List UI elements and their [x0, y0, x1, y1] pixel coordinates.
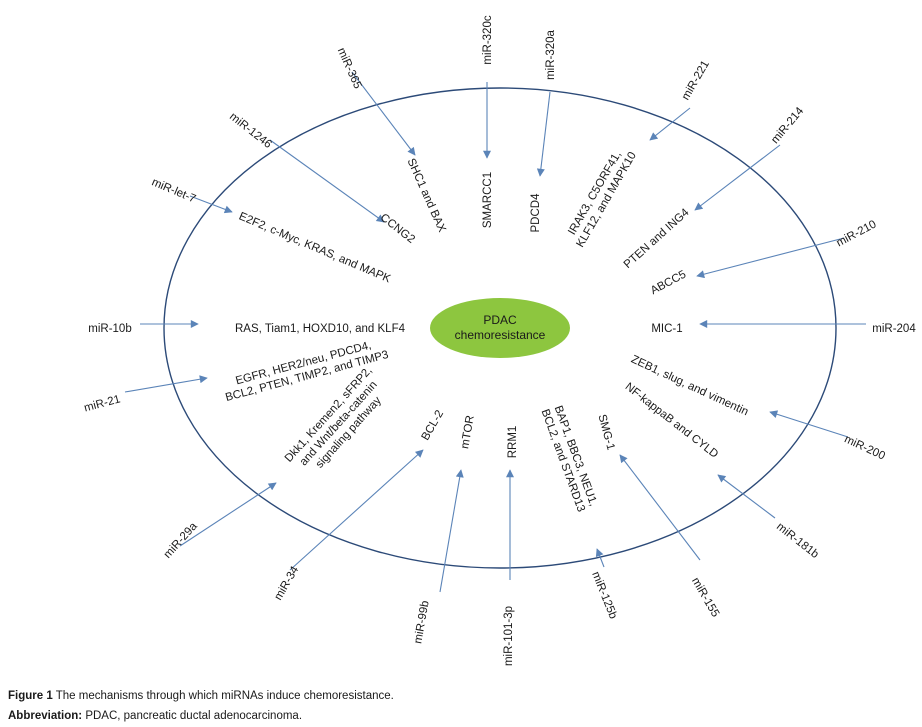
arrows-layer	[124, 71, 866, 593]
center-node: PDAC chemoresistance	[430, 298, 570, 358]
target-label-6: CCNG2	[378, 212, 417, 246]
mirna-label-0: miR-365	[335, 46, 364, 91]
arrow-18	[619, 454, 701, 561]
target-label-3: IRAK3, C5ORF41,KLF12, and MAPK10	[563, 143, 639, 249]
mirna-label-1: miR-320c	[482, 15, 494, 64]
mirna-label-3: miR-221	[680, 59, 712, 103]
abbreviation-label: Abbreviation:	[8, 710, 83, 722]
mirna-label-8: miR-10b	[88, 323, 131, 335]
arrow-2	[536, 91, 551, 177]
arrow-15	[439, 469, 464, 593]
arrow-4	[694, 144, 781, 211]
mirna-label-10: miR-21	[83, 393, 122, 414]
target-label-1: SMARCC1	[482, 172, 494, 228]
center-label-line1: PDAC	[483, 313, 517, 327]
mirna-label-11: miR-200	[842, 433, 886, 462]
arrow-14	[289, 449, 424, 571]
figure-caption-text: The mechanisms through which miRNAs indu…	[52, 690, 394, 702]
target-label-17: BAP1, BBC3, NEU1,BCL2, and STARD13	[539, 403, 600, 514]
target-label-14: BCL-2	[420, 408, 447, 442]
mirna-label-14: miR-34	[272, 564, 301, 603]
mirna-label-15: miR-99b	[412, 600, 431, 645]
mirna-label-2: miR-320a	[545, 29, 557, 79]
target-label-4: PTEN and ING4	[622, 206, 692, 271]
figure-caption: Figure 1 The mechanisms through which mi…	[8, 690, 394, 702]
target-label-0: SHC1 and BAX	[404, 157, 447, 235]
arrow-7	[189, 195, 233, 214]
target-label-15: mTOR	[459, 415, 477, 450]
mirna-label-9: miR-204	[872, 323, 916, 335]
arrow-13	[179, 482, 277, 547]
center-ellipse	[430, 298, 570, 358]
arrow-11	[769, 410, 849, 438]
arrow-17	[595, 548, 605, 568]
arrow-12	[717, 474, 776, 519]
arrow-0	[351, 71, 416, 156]
target-label-7: E2F2, c-Myc, KRAS, and MAPK	[237, 210, 393, 285]
arrow-10	[124, 375, 208, 393]
outer-ellipse	[163, 87, 837, 569]
arrow-3	[649, 107, 691, 141]
target-label-9: MIC-1	[651, 323, 682, 335]
target-label-16: RRM1	[507, 426, 519, 459]
target-label-18: SMG-1	[596, 413, 617, 451]
arrow-5	[696, 237, 845, 279]
target-label-8: RAS, Tiam1, HOXD10, and KLF4	[235, 323, 406, 335]
center-label-line2: chemoresistance	[455, 328, 546, 342]
mirna-label-5: miR-210	[834, 218, 878, 249]
mirna-label-6: miR-1246	[227, 111, 274, 151]
mirna-label-16: miR-101-3p	[503, 606, 515, 666]
mirna-label-17: miR-125b	[589, 570, 619, 621]
figure-number: Figure 1	[8, 690, 53, 702]
abbreviation-note: Abbreviation: PDAC, pancreatic ductal ad…	[8, 710, 302, 722]
arrow-6	[269, 139, 385, 223]
mirna-label-18: miR-155	[689, 576, 721, 620]
mirna-label-13: miR-29a	[162, 520, 200, 561]
abbreviation-text: PDAC, pancreatic ductal adenocarcinoma.	[82, 710, 303, 722]
target-label-5: ABCC5	[649, 269, 689, 298]
mirna-label-7: miR-let-7	[150, 176, 198, 205]
mirna-label-12: miR-181b	[774, 521, 821, 561]
target-label-2: PDCD4	[530, 193, 542, 233]
mirna-label-4: miR-214	[769, 105, 807, 146]
